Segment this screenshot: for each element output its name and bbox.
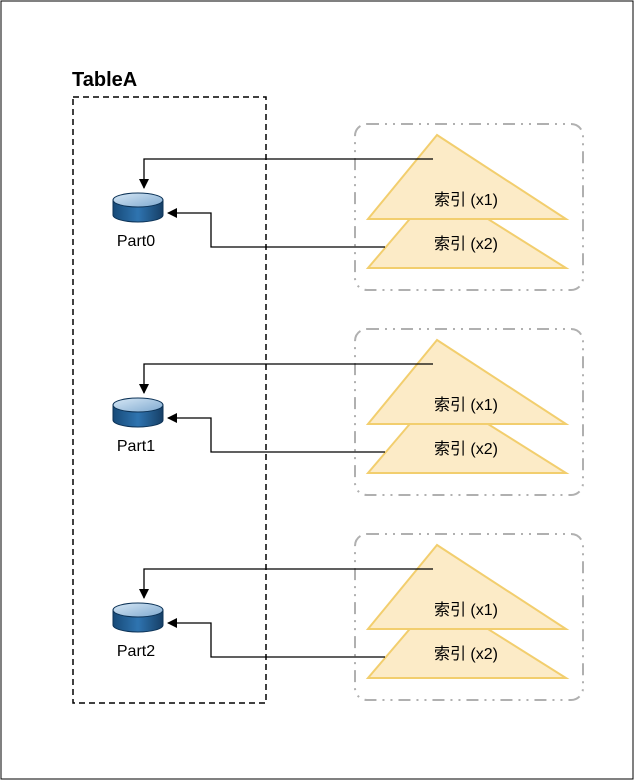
index-label-x2: 索引 (x2) bbox=[434, 235, 498, 253]
table-title: TableA bbox=[72, 69, 137, 91]
arrow-x1-to-part bbox=[139, 568, 433, 599]
index-label-x1: 索引 (x1) bbox=[434, 191, 498, 209]
partition-2: 索引 (x1) 索引 (x2) Part2 bbox=[112, 533, 584, 701]
index-triangle-x2 bbox=[365, 390, 570, 474]
arrow-x1-to-part bbox=[139, 158, 433, 189]
database-icon bbox=[112, 602, 164, 633]
index-group-border bbox=[354, 328, 584, 496]
index-triangle-x2 bbox=[365, 185, 570, 269]
partition-label: Part0 bbox=[117, 233, 155, 250]
index-triangle-x2 bbox=[365, 595, 570, 679]
index-triangle-x1 bbox=[365, 133, 570, 220]
partition-label: Part1 bbox=[117, 438, 155, 455]
arrow-x2-to-part bbox=[167, 208, 385, 248]
index-triangle-x1 bbox=[365, 338, 570, 425]
partition-label: Part2 bbox=[117, 643, 155, 660]
database-icon bbox=[112, 192, 164, 223]
database-icon bbox=[112, 397, 164, 428]
index-triangle-x1 bbox=[365, 543, 570, 630]
table-boundary bbox=[72, 96, 267, 704]
arrow-x1-to-part bbox=[139, 363, 433, 394]
partition-1: 索引 (x1) 索引 (x2) Part1 bbox=[112, 328, 584, 496]
partition-0: 索引 (x1) 索引 (x2) Part0 bbox=[112, 123, 584, 291]
arrow-x2-to-part bbox=[167, 413, 385, 453]
arrow-x2-to-part bbox=[167, 618, 385, 658]
index-group-border bbox=[354, 123, 584, 291]
index-label-x2: 索引 (x2) bbox=[434, 440, 498, 458]
index-label-x1: 索引 (x1) bbox=[434, 601, 498, 619]
index-group-border bbox=[354, 533, 584, 701]
index-label-x1: 索引 (x1) bbox=[434, 396, 498, 414]
index-label-x2: 索引 (x2) bbox=[434, 645, 498, 663]
